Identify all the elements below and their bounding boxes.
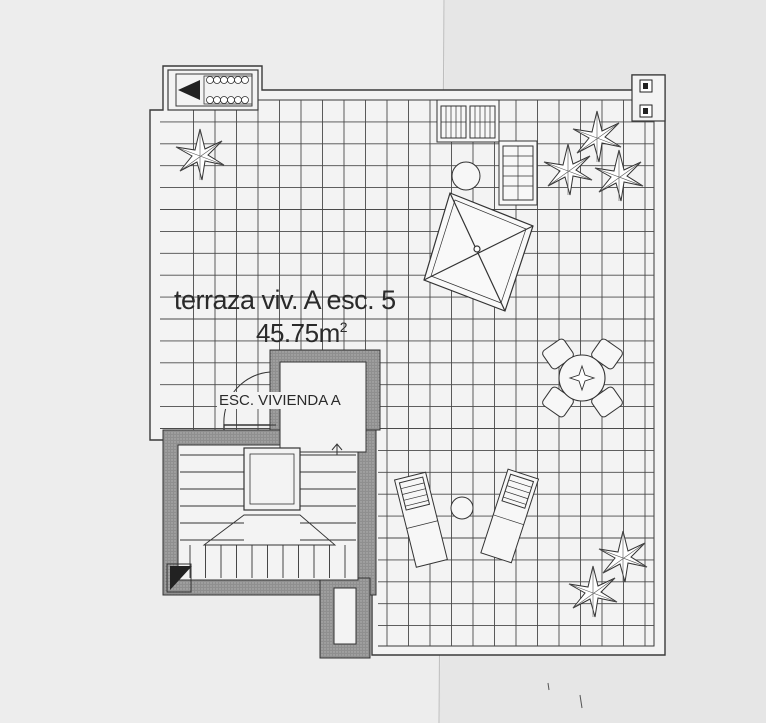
- drain-arrow-icon: [178, 80, 200, 100]
- stair-label: ESC. VIVIENDA A: [217, 392, 343, 409]
- stair-arrow-icon: [170, 566, 192, 590]
- area-value: 45.75m: [256, 318, 340, 348]
- sunlounger-icon: [393, 468, 540, 568]
- chair-icon: [542, 338, 623, 418]
- terrace-area: 45.75m2: [256, 318, 348, 349]
- pencil-mark: [547, 682, 583, 709]
- terrace-title: terraza viv. A esc. 5: [174, 285, 396, 315]
- stairwell: [162, 349, 381, 659]
- side-table-bottom: [450, 496, 474, 520]
- floor-tile-grid: [160, 100, 654, 646]
- side-table-top: [451, 161, 481, 191]
- up-arrow-icon: [331, 443, 343, 455]
- dining-set: [542, 338, 623, 418]
- sunlounger-top-right: [498, 140, 538, 206]
- planter-icon: [206, 76, 249, 104]
- door-swing: [223, 371, 271, 426]
- vent-icon: [639, 79, 653, 118]
- parasol-icon: [423, 192, 534, 312]
- sunlounger-top-left: [436, 99, 500, 143]
- stair-void: [243, 447, 301, 511]
- area-unit-superscript: 2: [339, 319, 348, 335]
